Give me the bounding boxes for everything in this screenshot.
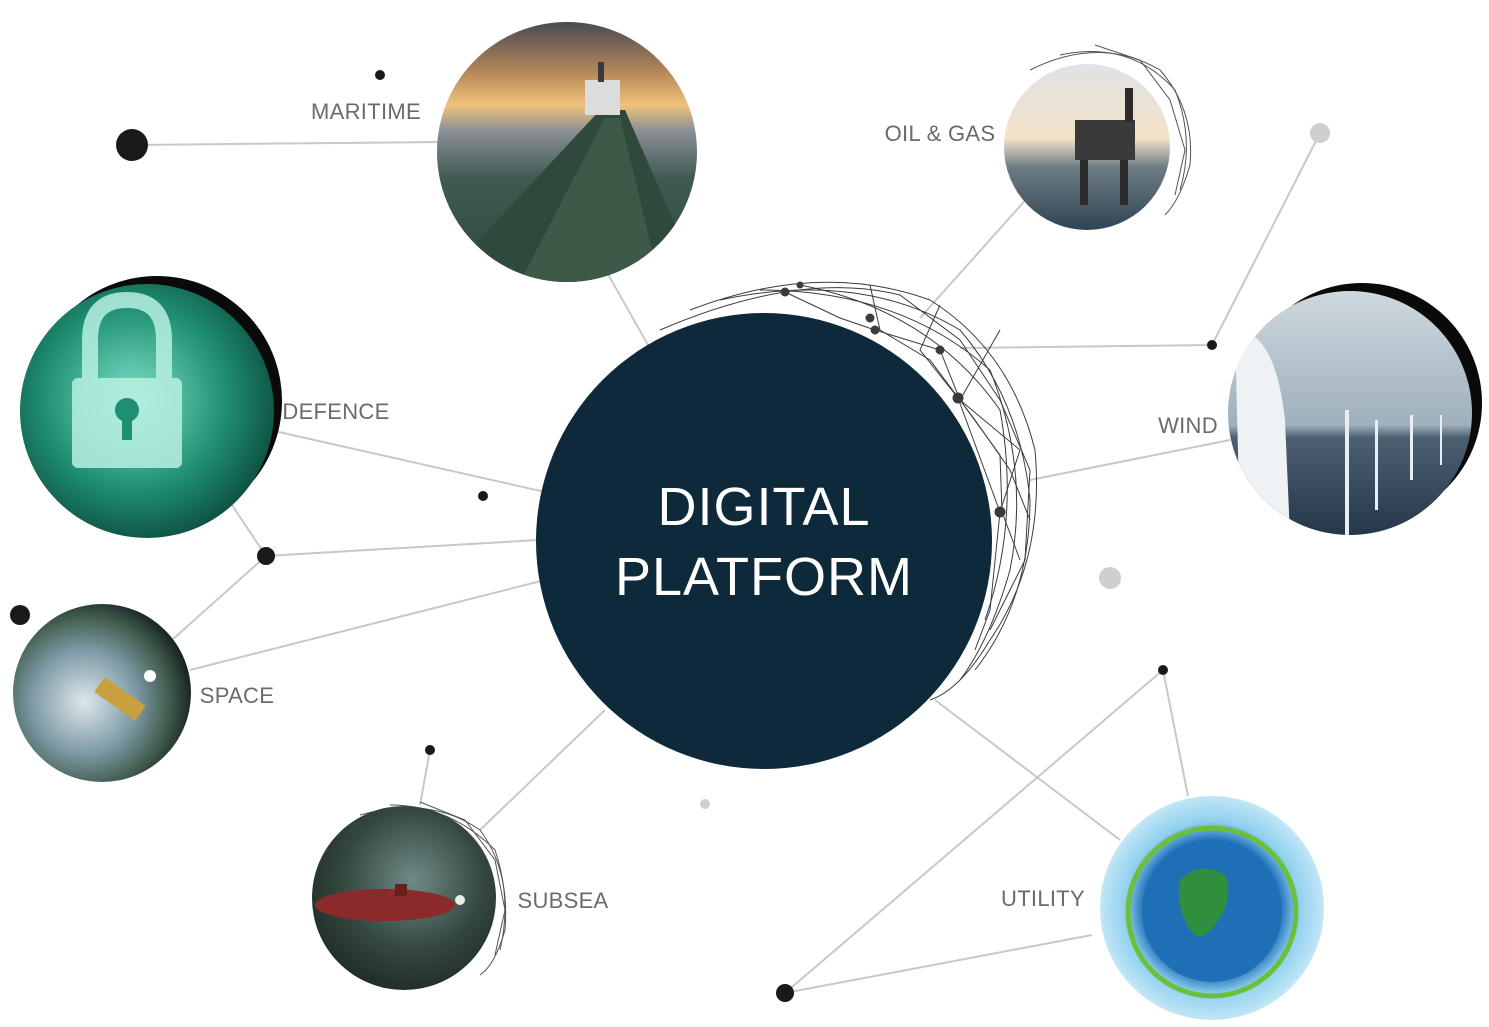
network-nodes: [10, 70, 1330, 1002]
padlock-code-photo-icon: [20, 284, 274, 538]
sector-space[interactable]: SPACE: [13, 604, 274, 782]
center-title-line1: DIGITAL: [657, 477, 870, 537]
sector-utility[interactable]: UTILITY: [1001, 796, 1324, 1020]
sector-subsea[interactable]: SUBSEA: [312, 806, 609, 990]
center-title-line2: PLATFORM: [615, 547, 913, 607]
node-dot: [478, 491, 488, 501]
space-label: SPACE: [200, 683, 274, 708]
wind-label: WIND: [1158, 413, 1218, 438]
node-dot: [1207, 340, 1217, 350]
sector-defence[interactable]: DEFENCE: [20, 284, 390, 538]
center-circle: [536, 313, 992, 769]
sector-wind[interactable]: WIND: [1158, 291, 1472, 535]
node-dot: [116, 129, 148, 161]
node-dot: [425, 745, 435, 755]
oil-gas-label: OIL & GAS: [885, 121, 996, 146]
defence-label: DEFENCE: [282, 399, 389, 424]
submarine-photo-icon: [312, 806, 496, 990]
green-globe-photo-icon: [1100, 796, 1324, 1020]
ship-deck-photo-icon: [437, 22, 697, 282]
sector-maritime[interactable]: MARITIME: [311, 22, 700, 282]
node-dot: [700, 799, 710, 809]
subsea-label: SUBSEA: [517, 888, 608, 913]
offshore-rig-photo-icon: [1004, 64, 1170, 230]
network-mesh: [659, 281, 1038, 701]
node-dot: [375, 70, 385, 80]
node-dot: [1099, 567, 1121, 589]
center-node[interactable]: DIGITAL PLATFORM: [536, 313, 992, 769]
node-dot: [776, 984, 794, 1002]
satellite-earth-photo-icon: [13, 604, 191, 782]
oil-mesh: [1029, 44, 1192, 216]
connector-lines: [131, 132, 1321, 994]
sector-oil-gas[interactable]: OIL & GAS: [885, 64, 1170, 230]
node-dot: [257, 547, 275, 565]
wind-turbine-photo-icon: [1228, 291, 1472, 535]
maritime-label: MARITIME: [311, 99, 421, 124]
node-dot: [1310, 123, 1330, 143]
utility-label: UTILITY: [1001, 886, 1085, 911]
node-dot: [1158, 665, 1168, 675]
node-dot: [10, 605, 30, 625]
